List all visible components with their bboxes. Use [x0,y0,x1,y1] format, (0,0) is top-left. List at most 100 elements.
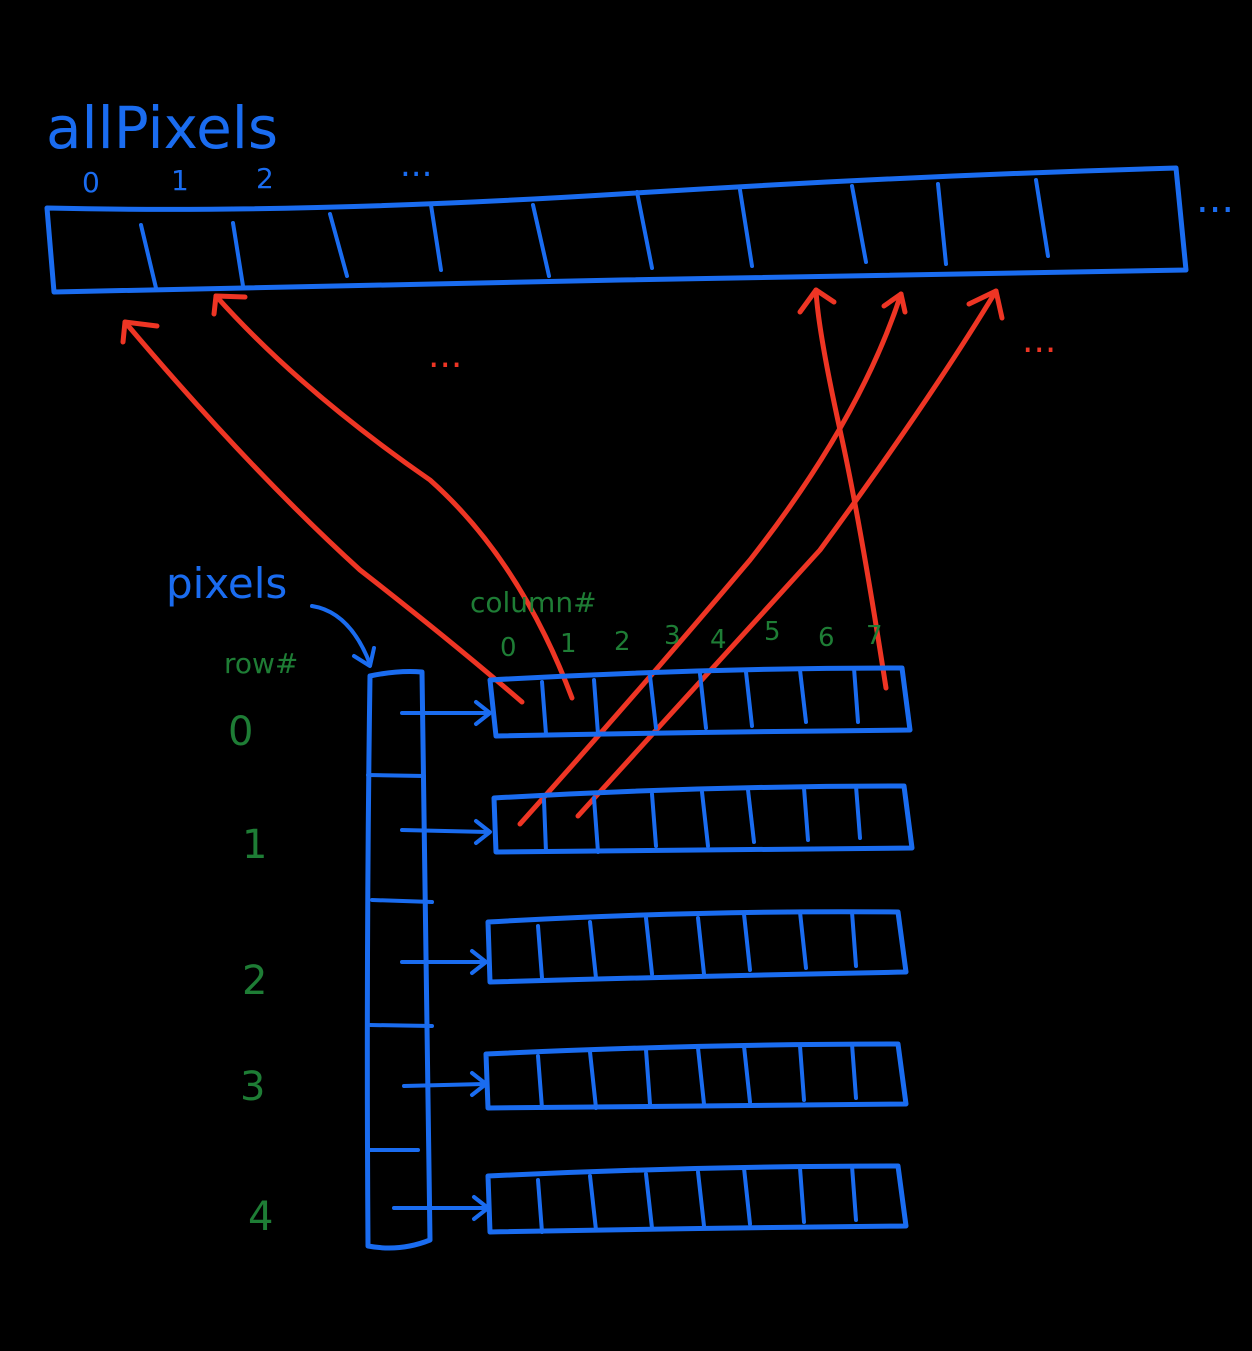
row-array-4 [485,1163,909,1235]
row-array-outline [485,1163,909,1235]
row-array-divider [798,1044,806,1102]
all-pixels-divider [139,223,158,290]
pixels-column-divider [368,1023,434,1028]
arrows-ellipsis-right: ... [1022,320,1056,361]
arrow-row0-col7 [813,287,889,691]
row-pointer-arrows [392,700,492,1221]
arrowhead-row0-col7 [797,287,837,315]
all-pixels-divider [850,184,868,264]
row-pointer-arrow-3 [402,1082,486,1088]
pixels-column-divider [366,773,426,778]
row-array-divider [536,924,544,980]
row-array-divider [644,1172,654,1230]
all-pixels-divider [1034,178,1050,258]
row-array-divider [540,680,548,736]
row-array-divider [588,1050,598,1110]
row-pointer-arrowhead-1 [474,819,492,845]
row-array-divider [852,666,860,724]
row-labels: 0 1 2 3 4 [228,709,273,1240]
arrowhead-row0-col0 [120,319,160,345]
row-array-divider [746,788,756,844]
row-array-divider [850,1042,858,1100]
row-array-divider [588,920,598,980]
row-array-divider [696,1170,706,1228]
row-array-divider [698,672,708,730]
pixels-label-arrowhead [352,646,376,668]
column-label-3: 3 [664,621,681,651]
row-array-divider [588,1174,598,1232]
row-pointer-arrow-1 [400,828,490,834]
row-header: row# [224,647,298,680]
arrows-ellipsis-left: ... [428,335,462,376]
arrowhead-row1-col0 [881,291,908,315]
row-array-0 [487,665,913,739]
row-array-divider [798,1166,806,1224]
row-array-3 [483,1041,909,1111]
row-label-2: 2 [242,958,267,1004]
column-label-4: 4 [710,625,727,655]
column-label-6: 6 [818,623,835,653]
row-array-divider [644,1048,652,1106]
row-array-divider [850,910,858,968]
column-label-1: 1 [560,629,577,659]
mapping-arrows [120,287,1005,827]
row-array-divider [644,916,654,976]
pixels-column-outline [364,669,433,1251]
row-pointer-arrowhead-0 [474,700,492,726]
row-array-outline [483,1041,909,1111]
row-array-divider [742,912,752,972]
pixels-column-divider [370,898,434,904]
row-label-4: 4 [248,1194,273,1240]
row-array-divider [592,796,600,854]
row-label-1: 1 [242,822,267,868]
row-array-divider [696,916,706,976]
row-array-divider [798,668,808,724]
all-pixels-array [44,165,1189,295]
all-pixels-divider [328,212,349,278]
all-pixels-divider [429,203,443,272]
row-pointer-arrowhead-2 [470,949,488,975]
pixels-pointer-column [364,669,434,1251]
pixels-label-arrow [310,604,372,666]
all-pixels-divider [231,221,245,288]
row-array-divider [744,670,754,728]
all-pixels-continuation: ... [1196,176,1234,222]
row-array-divider [536,1054,544,1110]
column-header: column# [470,586,597,619]
all-pixels-index-0: 0 [82,166,100,199]
row-array-outline [485,909,909,985]
all-pixels-index-1: 1 [171,164,189,197]
arrow-row1-col1 [575,288,999,819]
all-pixels-title: allPixels [46,94,278,162]
all-pixels-index-labels: 0 1 2 ... [82,145,432,199]
row-array-divider [798,910,808,970]
row-array-outline [487,665,913,739]
row-array-outline [491,783,915,855]
pixels-label: pixels [166,559,287,608]
row-label-0: 0 [228,709,253,755]
all-pixels-outline [44,165,1189,295]
column-label-5: 5 [764,617,781,647]
column-label-2: 2 [614,627,631,657]
arrowhead-row1-col1 [966,288,1005,321]
all-pixels-index-2: 2 [256,162,274,195]
row-array-divider [648,674,658,730]
arrowhead-row0-col1 [211,293,248,317]
arrow-row1-col0 [517,291,904,827]
row-array-divider [592,678,600,736]
column-label-0: 0 [500,633,517,663]
row-array-divider [536,1178,544,1234]
row-array-divider [650,792,658,848]
row-array-divider [542,798,548,854]
row-array-2 [485,909,909,985]
row-array-divider [850,1164,858,1222]
row-array-divider [742,1166,752,1226]
row-array-1 [491,783,915,855]
column-labels: 0 1 2 3 4 5 6 7 [500,617,883,663]
row-array-divider [696,1046,706,1106]
all-pixels-divider [635,190,654,270]
arrow-row0-col0 [122,319,525,705]
column-label-7: 7 [866,621,883,651]
row-array-divider [742,1044,752,1104]
